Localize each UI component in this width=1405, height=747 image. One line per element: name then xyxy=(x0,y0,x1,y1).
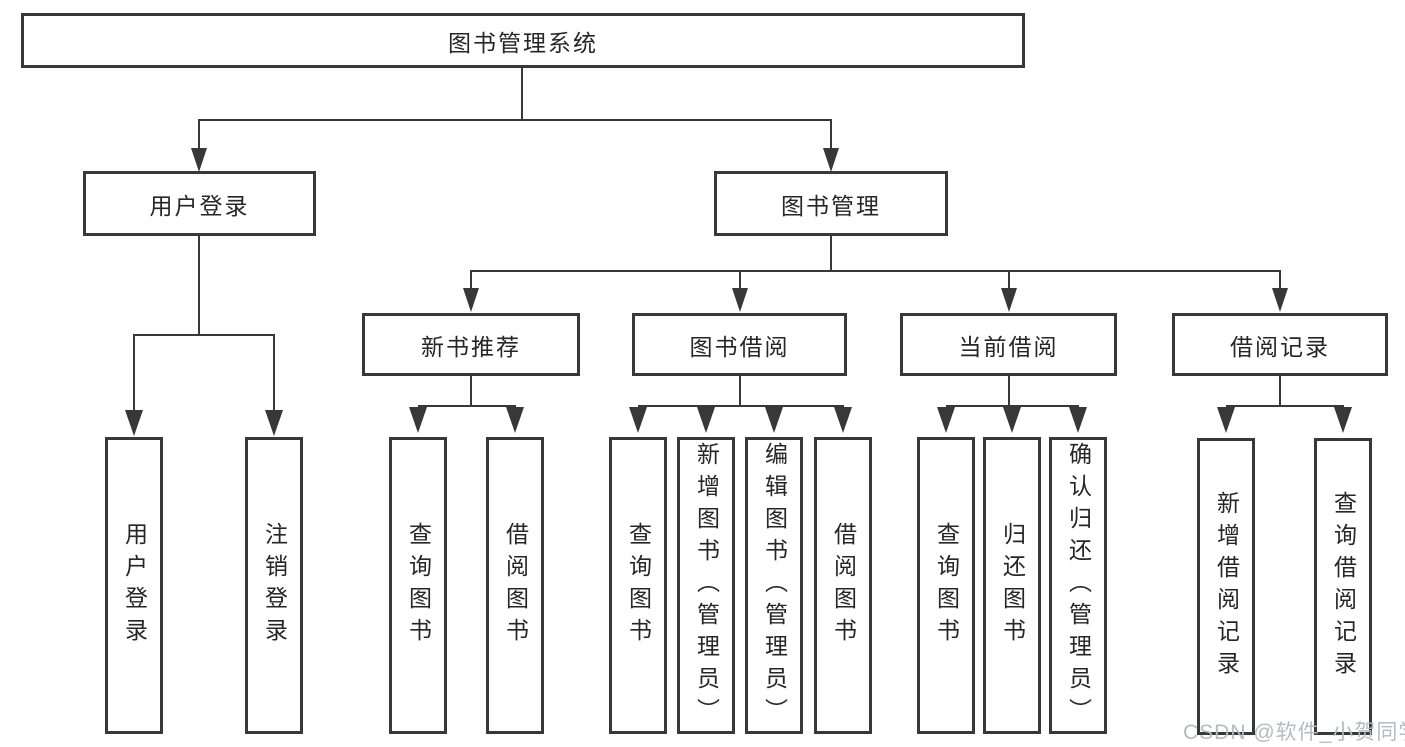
leaf-confirm-return-admin: 确认归还（管理员） xyxy=(1049,437,1107,734)
edge-root-right-stub xyxy=(830,119,832,150)
csdn-watermark: CSDN @软件_小贺同学 xyxy=(1183,721,1405,744)
arrowhead-icon xyxy=(823,148,839,172)
edge-userlogin-trunk xyxy=(198,236,200,336)
node-book-management-branch: 图书管理 xyxy=(714,171,948,236)
node-borrowing-records: 借阅记录 xyxy=(1172,313,1388,376)
arrowhead-icon xyxy=(629,407,647,433)
arrowhead-icon xyxy=(265,410,283,436)
edge-borrowing-split xyxy=(638,405,844,407)
edge-root-trunk xyxy=(521,68,523,121)
edge-recommend-trunk xyxy=(470,376,472,407)
edge-records-trunk xyxy=(1279,376,1281,407)
edge-bookmgmt-split xyxy=(470,270,1281,272)
edge-bookmgmt-stub xyxy=(1008,270,1010,290)
edge-recommend-split xyxy=(418,405,516,407)
node-new-book-recommend: 新书推荐 xyxy=(362,313,580,376)
edge-userlogin-stub xyxy=(273,334,275,410)
leaf-query-books-borrowing: 查询图书 xyxy=(609,437,667,734)
edge-borrowing-trunk xyxy=(739,376,741,407)
edge-current-split xyxy=(946,405,1079,407)
edge-records-split xyxy=(1226,405,1344,407)
arrowhead-icon xyxy=(506,407,524,433)
arrowhead-icon xyxy=(1217,407,1235,433)
arrowhead-icon xyxy=(937,407,955,433)
edge-root-left-stub xyxy=(198,119,200,150)
leaf-borrow-books-recommend: 借阅图书 xyxy=(486,437,544,734)
node-book-borrowing: 图书借阅 xyxy=(632,313,847,376)
edge-bookmgmt-stub xyxy=(739,270,741,290)
edge-current-trunk xyxy=(1008,376,1010,407)
arrowhead-icon xyxy=(765,407,783,433)
node-current-borrowing: 当前借阅 xyxy=(900,313,1117,376)
edge-bookmgmt-stub xyxy=(1279,270,1281,290)
arrowhead-icon xyxy=(409,407,427,433)
node-user-login-branch: 用户登录 xyxy=(83,171,316,236)
arrowhead-icon xyxy=(1334,407,1352,433)
arrowhead-icon xyxy=(732,288,748,312)
leaf-edit-books-admin: 编辑图书（管理员） xyxy=(745,437,803,734)
arrowhead-icon xyxy=(463,288,479,312)
arrowhead-icon xyxy=(1001,288,1017,312)
arrowhead-icon xyxy=(1069,407,1087,433)
edge-bookmgmt-trunk xyxy=(830,236,832,272)
leaf-query-books-recommend: 查询图书 xyxy=(389,437,447,734)
arrowhead-icon xyxy=(1003,407,1021,433)
leaf-add-books-admin: 新增图书（管理员） xyxy=(677,437,735,734)
edge-userlogin-stub xyxy=(133,334,135,410)
leaf-logout-login: 注销登录 xyxy=(245,437,303,734)
arrowhead-icon xyxy=(834,407,852,433)
leaf-borrow-books-borrowing: 借阅图书 xyxy=(814,437,872,734)
leaf-query-borrow-record: 查询借阅记录 xyxy=(1314,438,1372,735)
leaf-add-borrow-record: 新增借阅记录 xyxy=(1197,438,1255,735)
arrowhead-icon xyxy=(125,410,143,436)
leaf-return-books: 归还图书 xyxy=(983,437,1041,734)
node-root: 图书管理系统 xyxy=(21,13,1025,68)
arrowhead-icon xyxy=(191,148,207,172)
leaf-user-login: 用户登录 xyxy=(105,437,163,734)
edge-userlogin-split xyxy=(133,334,275,336)
leaf-query-books-current: 查询图书 xyxy=(917,437,975,734)
arrowhead-icon xyxy=(697,407,715,433)
edge-bookmgmt-stub xyxy=(470,270,472,290)
edge-root-split xyxy=(198,119,832,121)
arrowhead-icon xyxy=(1272,288,1288,312)
